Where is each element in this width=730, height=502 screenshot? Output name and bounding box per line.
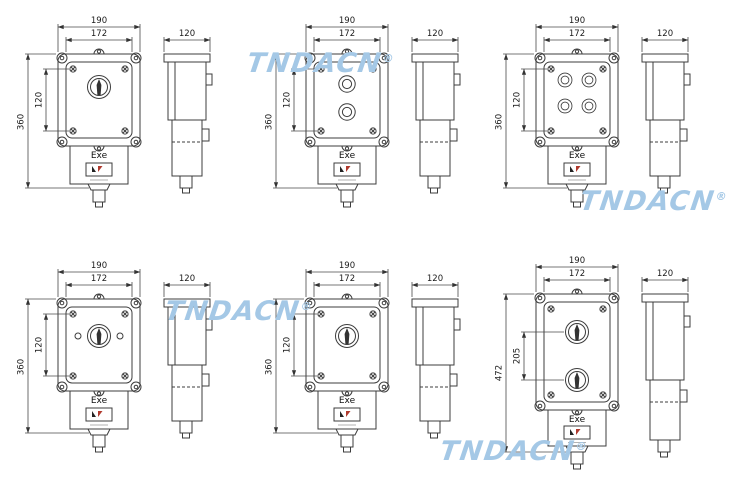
dim-depth: 120 [179,274,195,284]
exe-marking: Exe [339,151,356,161]
dim-height: 360 [265,114,275,130]
rotary-switch-icon [87,75,111,99]
dim-height: 360 [17,359,27,375]
dim-inner-width: 172 [569,29,585,39]
rotary-switch-icon [87,324,111,348]
dim-inner-width: 172 [569,269,585,279]
dimension-lines [503,24,688,188]
pushbutton-icon [338,103,356,121]
dim-panel-height: 120 [35,337,45,353]
lamp-icon [74,332,82,340]
drawing-unit-3: 190 172 120 360 120 Exe [490,10,715,220]
front-view [535,49,619,207]
pushbutton-icon [557,98,573,114]
dim-panel-height: 120 [513,92,523,108]
rotary-switch-icon [335,324,359,348]
dimension-lines [503,264,689,453]
front-view [57,49,141,207]
dim-height: 472 [495,365,505,381]
dim-depth: 120 [179,29,195,39]
dim-depth: 120 [657,269,673,279]
dim-overall-width: 190 [339,261,355,271]
dimension-labels: 190 172 120 360 120 [17,16,196,130]
dimension-labels: 190 172 120 360 120 [265,261,444,375]
drawing-unit-4: 190 172 120 360 120 Exe [12,255,237,465]
dim-panel-height: 120 [35,92,45,108]
exe-marking: Exe [91,396,108,406]
dim-overall-width: 190 [339,16,355,26]
front-view [57,294,141,452]
unit-4-drawing: 190 172 120 360 120 Exe [17,261,213,465]
side-view [411,298,461,439]
side-view [411,53,461,194]
pushbutton-icon [338,75,356,93]
dim-height: 360 [265,359,275,375]
pushbutton-icon [557,72,573,88]
side-view [163,53,213,194]
side-view [163,298,213,439]
dimension-lines [273,269,458,433]
front-view [305,294,389,452]
pushbutton-icon [581,72,597,88]
dim-inner-width: 172 [91,274,107,284]
exe-marking: Exe [91,151,108,161]
exe-marking: Exe [339,396,356,406]
dim-inner-width: 172 [339,274,355,284]
lamp-icon [116,332,124,340]
unit-5-drawing: 190 172 120 360 120 Exe [265,261,461,465]
dim-panel-height: 120 [283,92,293,108]
dimension-lines [25,24,210,188]
rotary-switch-icon [565,320,589,344]
unit-3-drawing: 190 172 120 360 120 Exe [495,16,691,220]
dim-height: 360 [495,114,505,130]
unit-1-drawing: 190 172 120 360 120 Exe [17,16,213,220]
dim-depth: 120 [657,29,673,39]
dim-overall-width: 190 [91,16,107,26]
dim-panel-height: 205 [513,348,523,364]
dim-panel-height: 120 [283,337,293,353]
dim-height: 360 [17,114,27,130]
dim-overall-width: 190 [569,256,585,266]
dim-overall-width: 190 [569,16,585,26]
drawing-unit-2: 190 172 120 360 120 Exe [260,10,485,220]
dimension-labels: 190 172 120 360 120 [265,16,444,130]
pushbutton-icon [581,98,597,114]
dim-inner-width: 172 [91,29,107,39]
unit-6-drawing: 190 172 120 472 205 Exe [495,256,691,470]
front-view [305,49,389,207]
dim-depth: 120 [427,29,443,39]
exe-marking: Exe [569,151,586,161]
side-view [641,293,691,458]
side-view [641,53,691,194]
dimension-labels: 190 172 120 360 120 [17,261,196,375]
dim-depth: 120 [427,274,443,284]
drawing-unit-6: 190 172 120 472 205 Exe [490,250,715,485]
front-view [534,288,620,470]
dimension-lines [273,24,458,188]
dimension-labels: 190 172 120 360 120 [495,16,674,130]
dim-inner-width: 172 [339,29,355,39]
drawing-unit-1: 190 172 120 360 120 Exe [12,10,237,220]
dimension-labels: 190 172 120 472 205 [495,256,674,381]
exe-marking: Exe [569,415,586,425]
dim-overall-width: 190 [91,261,107,271]
rotary-switch-icon [565,368,589,392]
unit-2-drawing: 190 172 120 360 120 Exe [265,16,461,220]
dimension-lines [25,269,210,433]
registered-mark: ® [714,190,728,203]
drawing-unit-5: 190 172 120 360 120 Exe [260,255,485,465]
